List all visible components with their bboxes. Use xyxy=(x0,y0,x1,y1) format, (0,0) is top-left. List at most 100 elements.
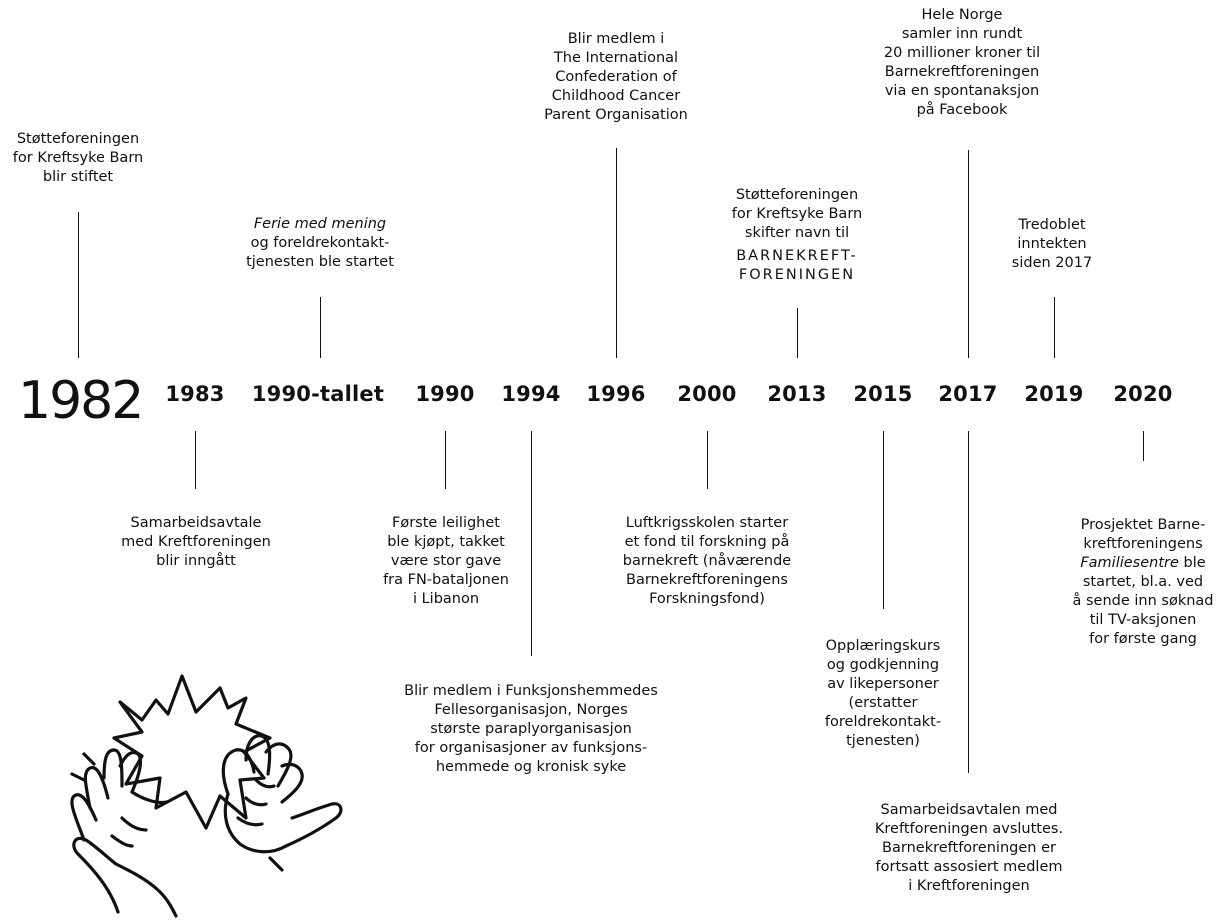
connector-2017-bottom xyxy=(968,431,969,773)
event-2000-line: Luftkrigsskolen starter xyxy=(625,515,789,531)
event-2017-top: Hele Norge samler inn rundt 20 millioner… xyxy=(884,6,1040,120)
event-1996-line: Confederation of xyxy=(555,69,677,85)
event-1990-line: ble kjøpt, takket xyxy=(387,534,505,550)
event-2017-bottom-line: Barnekreftforeningen er xyxy=(882,840,1056,856)
year-1994: 1994 xyxy=(501,382,561,406)
event-1983-line: Samarbeidsavtale xyxy=(130,515,262,531)
event-1994-line: hemmede og kronisk syke xyxy=(435,759,627,775)
connector-1983 xyxy=(195,431,196,489)
burst-icon xyxy=(112,674,272,830)
event-2017-top-line: via en spontanaksjon xyxy=(884,83,1040,99)
event-2019-line: inntekten xyxy=(1017,236,1087,252)
event-1982-line: Støtteforeningen xyxy=(16,131,140,147)
event-2015-line: (erstatter xyxy=(848,695,918,711)
event-1994: Blir medlem i Funksjonshemmedes Fellesor… xyxy=(404,682,658,777)
event-1996-line: The International xyxy=(553,50,679,66)
year-2019: 2019 xyxy=(1024,382,1084,406)
event-2020-line: Prosjektet Barne- xyxy=(1080,517,1206,533)
connector-1982 xyxy=(78,212,79,358)
year-1982: 1982 xyxy=(18,371,144,431)
event-2017-top-line: samler inn rundt xyxy=(901,26,1023,42)
year-2015: 2015 xyxy=(853,382,913,406)
event-2015: Opplæringskurs og godkjenning av likeper… xyxy=(825,637,941,751)
event-1996-line: Blir medlem i xyxy=(567,31,665,47)
event-1982: Støtteforeningen for Kreftsyke Barn blir… xyxy=(13,130,143,187)
connector-2017-top xyxy=(968,150,969,358)
event-1994-line: største paraplyorganisasjon xyxy=(430,721,632,737)
event-1996-line: Childhood Cancer xyxy=(551,88,681,104)
event-2000: Luftkrigsskolen starter et fond til fors… xyxy=(623,514,791,609)
event-2015-line: Opplæringskurs xyxy=(825,638,941,654)
event-2015-line: og godkjenning xyxy=(826,657,940,673)
event-2013-caps: FORENINGEN xyxy=(738,267,856,283)
event-2020-italic: Familiesentre xyxy=(1080,555,1179,571)
event-2020: Prosjektet Barne- kreftforeningens Famil… xyxy=(1072,516,1213,649)
event-2017-bottom-line: Samarbeidsavtalen med xyxy=(880,802,1058,818)
event-2020-line: startet, bl.a. ved xyxy=(1082,574,1204,590)
event-1982-line: blir stiftet xyxy=(42,169,114,185)
event-2000-line: Barnekreftforeningens xyxy=(626,572,788,588)
event-2000-line: Forskningsfond) xyxy=(649,591,765,607)
year-2020: 2020 xyxy=(1113,382,1173,406)
year-1996: 1996 xyxy=(586,382,646,406)
event-2017-bottom-line: i Kreftforeningen xyxy=(908,878,1030,894)
event-1990-tallet-italic: Ferie med mening xyxy=(253,216,387,232)
event-1990-line: være stor gave xyxy=(390,553,502,569)
event-2015-line: av likepersoner xyxy=(827,676,939,692)
connector-2013 xyxy=(797,308,798,358)
event-2015-line: foreldrekontakt- xyxy=(824,714,942,730)
event-2019-line: Tredoblet xyxy=(1018,217,1086,233)
connector-1996 xyxy=(616,148,617,358)
event-1983: Samarbeidsavtale med Kreftforeningen bli… xyxy=(121,514,271,571)
event-1990-tallet-line: tjenesten ble startet xyxy=(246,254,394,270)
event-2020-line: for første gang xyxy=(1089,631,1197,647)
event-2020-line: kreftforeningens xyxy=(1083,536,1203,552)
event-2017-top-line: Hele Norge xyxy=(921,7,1003,23)
year-1990: 1990 xyxy=(415,382,475,406)
event-1982-line: for Kreftsyke Barn xyxy=(12,150,144,166)
event-2020-line3: Familiesentre ble xyxy=(1072,554,1213,573)
connector-1990-tallet xyxy=(320,297,321,358)
event-2019-line: siden 2017 xyxy=(1011,255,1093,271)
event-2013-line: skifter navn til xyxy=(744,225,850,241)
event-1990-line: fra FN-bataljonen xyxy=(383,572,509,588)
event-2013-line: Støtteforeningen xyxy=(735,187,859,203)
event-2000-line: et fond til forskning på xyxy=(624,534,790,550)
event-2013-line: for Kreftsyke Barn xyxy=(731,206,863,222)
high-five-hands-illustration xyxy=(70,674,343,918)
event-2020-line: å sende inn søknad xyxy=(1072,593,1214,609)
event-1983-line: blir inngått xyxy=(156,553,236,569)
connector-1994 xyxy=(531,431,532,656)
event-1990-tallet: Ferie med mening og foreldrekontakt- tje… xyxy=(246,215,394,272)
event-2013-caps: BARNEKREFT- xyxy=(736,248,858,264)
event-2017-top-line: Barnekreftforeningen xyxy=(884,64,1040,80)
event-2015-line: tjenesten) xyxy=(846,733,920,749)
year-2000: 2000 xyxy=(677,382,737,406)
event-1994-line: for organisasjoner av funksjons- xyxy=(414,740,648,756)
event-2013: Støtteforeningen for Kreftsyke Barn skif… xyxy=(732,186,862,285)
year-2013: 2013 xyxy=(767,382,827,406)
event-2017-top-line: på Facebook xyxy=(916,102,1008,118)
event-1990-line: i Libanon xyxy=(412,591,480,607)
event-1990: Første leilighet ble kjøpt, takket være … xyxy=(383,514,509,609)
event-1983-line: med Kreftforeningen xyxy=(121,534,271,550)
event-2020-line: til TV-aksjonen xyxy=(1089,612,1197,628)
event-1996-line: Parent Organisation xyxy=(544,107,688,123)
motion-lines-icon xyxy=(70,752,284,872)
event-2020-line3-rest: ble xyxy=(1178,555,1206,571)
event-2019: Tredoblet inntekten siden 2017 xyxy=(1012,216,1092,273)
event-1990-line: Første leilighet xyxy=(392,515,500,531)
connector-1990 xyxy=(445,431,446,489)
connector-2020 xyxy=(1143,431,1144,461)
event-1990-tallet-line: og foreldrekontakt- xyxy=(250,235,390,251)
year-1983: 1983 xyxy=(165,382,225,406)
connector-2000 xyxy=(707,431,708,489)
event-1996: Blir medlem i The International Confeder… xyxy=(544,30,688,125)
event-2000-line: barnekreft (nåværende xyxy=(622,553,792,569)
event-2017-bottom-line: fortsatt assosiert medlem xyxy=(875,859,1063,875)
event-1994-line: Blir medlem i Funksjonshemmedes xyxy=(404,683,658,699)
event-2017-bottom-line: Kreftforeningen avsluttes. xyxy=(874,821,1064,837)
event-2017-bottom: Samarbeidsavtalen med Kreftforeningen av… xyxy=(875,801,1063,896)
event-1994-line: Fellesorganisasjon, Norges xyxy=(434,702,628,718)
left-hand-icon xyxy=(70,748,178,918)
